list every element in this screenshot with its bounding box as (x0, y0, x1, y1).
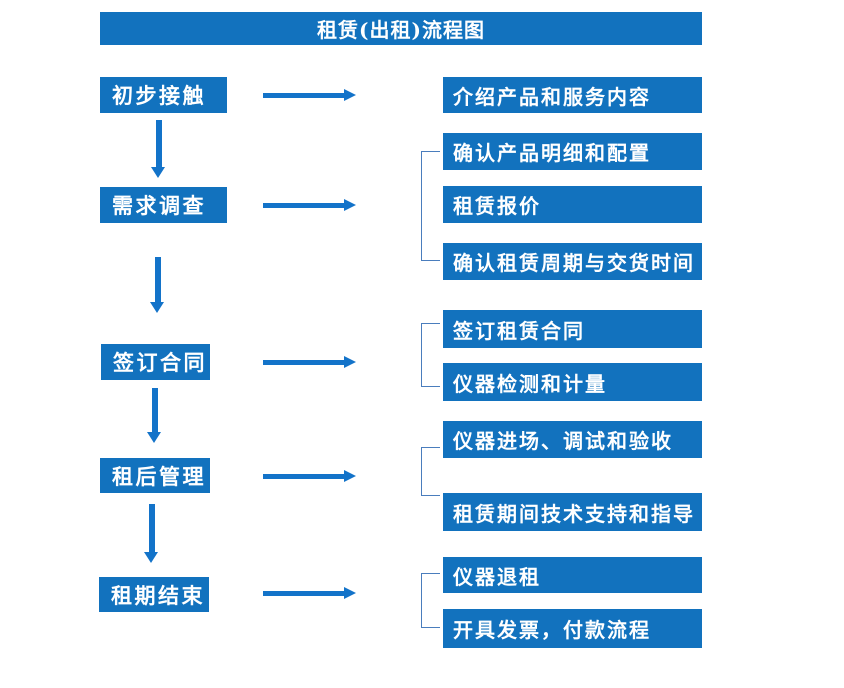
arrow-right-icon (263, 587, 356, 600)
detail-box: 租赁期间技术支持和指导 (443, 493, 702, 531)
step-label: 签订合同 (113, 350, 207, 375)
group-bracket (421, 447, 440, 496)
detail-box: 介绍产品和服务内容 (443, 77, 702, 113)
detail-label: 仪器进场、调试和验收 (453, 429, 673, 453)
detail-label: 仪器退租 (453, 564, 541, 589)
title-bar: 租赁(出租)流程图 (100, 12, 702, 45)
detail-box: 确认产品明细和配置 (443, 133, 702, 170)
page-title: 租赁(出租)流程图 (317, 18, 485, 42)
detail-label: 租赁报价 (453, 194, 541, 218)
arrow-down-icon (147, 388, 162, 443)
step-label: 初步接触 (112, 83, 206, 108)
step-label: 租后管理 (112, 463, 206, 489)
group-bracket (421, 573, 440, 628)
arrow-down-icon (150, 257, 165, 313)
step-box-post-rental-management: 租后管理 (100, 458, 210, 493)
group-bracket (421, 151, 440, 261)
group-bracket (421, 323, 440, 387)
detail-box: 签订租赁合同 (443, 310, 702, 348)
step-box-sign-contract: 签订合同 (101, 344, 210, 380)
detail-label: 开具发票，付款流程 (453, 618, 651, 642)
detail-label: 签订租赁合同 (453, 318, 585, 343)
detail-box: 租赁报价 (443, 186, 702, 223)
step-box-demand-survey: 需求调查 (100, 187, 227, 223)
detail-box: 仪器检测和计量 (443, 363, 702, 401)
detail-box: 开具发票，付款流程 (443, 609, 702, 648)
arrow-right-icon (263, 470, 356, 483)
detail-label: 仪器检测和计量 (453, 371, 607, 396)
arrow-right-icon (263, 89, 356, 102)
detail-label: 租赁期间技术支持和指导 (453, 501, 695, 526)
arrow-right-icon (263, 356, 356, 369)
step-box-rental-end: 租期结束 (99, 577, 209, 612)
step-box-initial-contact: 初步接触 (100, 77, 227, 113)
detail-label: 介绍产品和服务内容 (453, 84, 651, 109)
detail-box: 仪器进场、调试和验收 (443, 421, 702, 458)
step-label: 租期结束 (111, 582, 205, 608)
detail-box: 确认租赁周期与交货时间 (443, 243, 702, 280)
detail-label: 确认租赁周期与交货时间 (453, 251, 695, 275)
step-label: 需求调查 (112, 193, 206, 218)
arrow-down-icon (151, 120, 166, 178)
detail-box: 仪器退租 (443, 557, 702, 593)
arrow-down-icon (144, 504, 159, 563)
arrow-right-icon (263, 199, 356, 212)
detail-label: 确认产品明细和配置 (453, 141, 651, 165)
